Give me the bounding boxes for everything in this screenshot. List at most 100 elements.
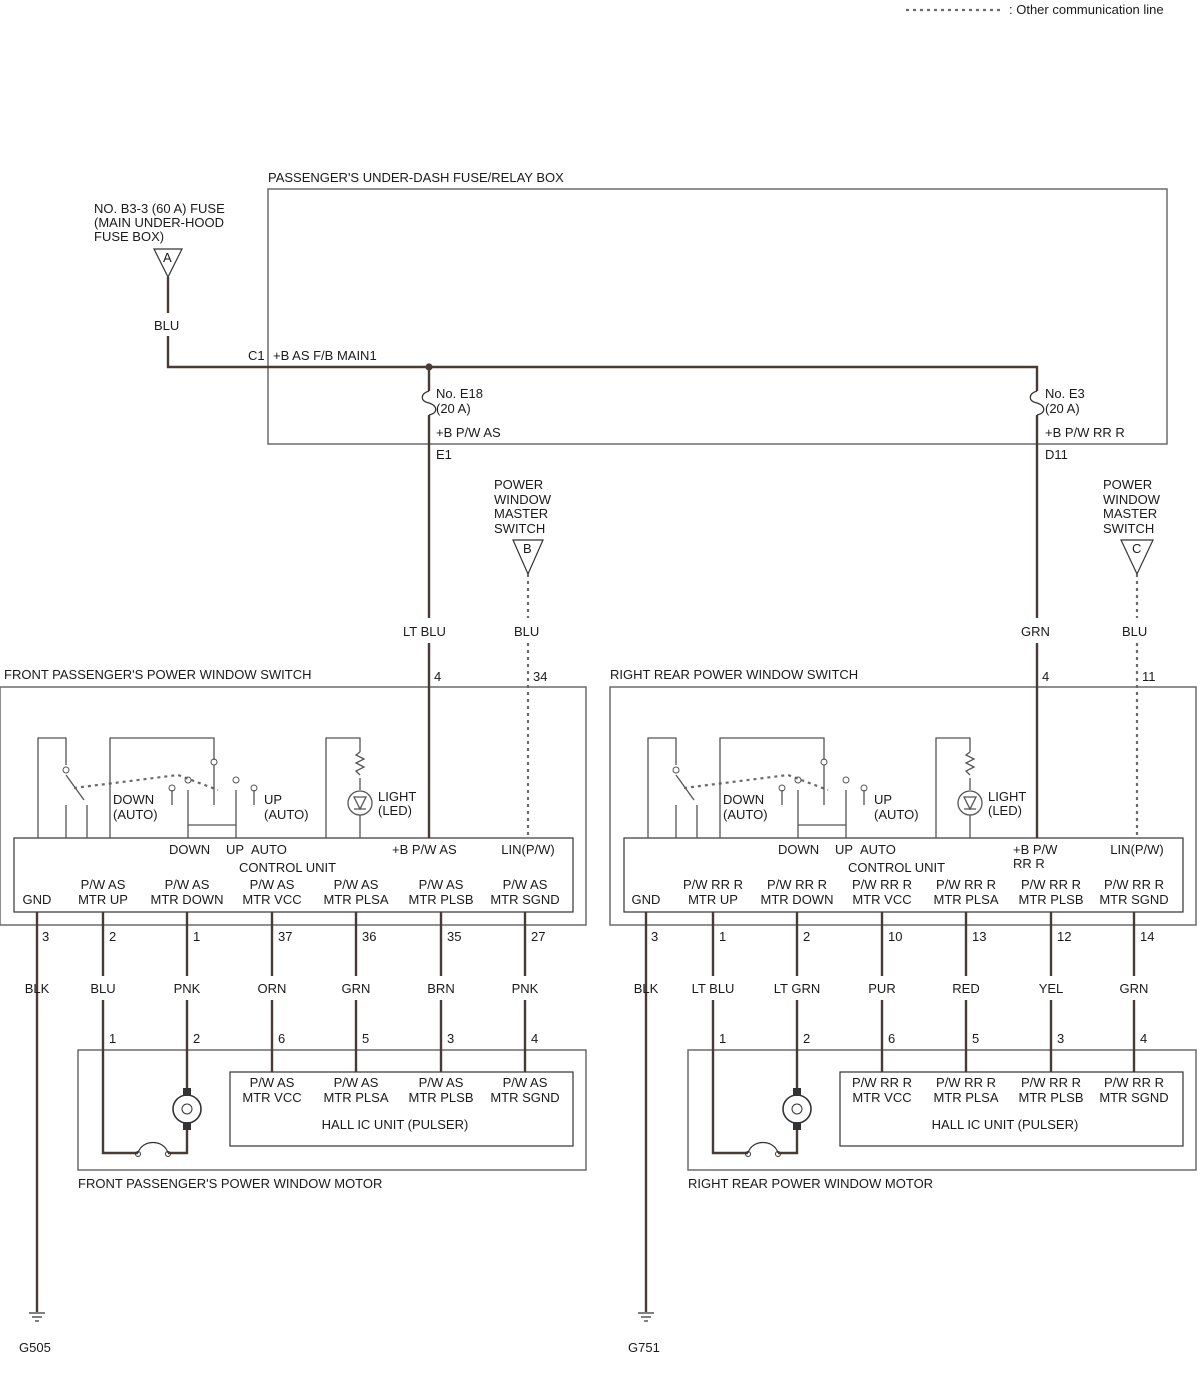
fuse-e3-number: No. E3 [1045,386,1085,401]
front-terminal-4-pin: 35 [447,929,461,944]
front-led-resistor [354,751,366,776]
master-b-label-1: POWER [494,477,543,492]
rear-breaker-dot-l [745,1151,751,1157]
front-hall-3-name-1: P/W AS [503,1075,548,1090]
front-terminal-5-motor-pin: 4 [531,1031,538,1046]
rear-terminal-1-name-2: MTR DOWN [761,892,834,907]
rear-motor-core [791,1103,803,1115]
front-light-label-2: (LED) [378,803,412,818]
front-control-unit-box [13,837,574,913]
front-hall-1-name-1: P/W AS [334,1075,379,1090]
front-motor-up-wire [101,1000,138,1155]
rear-power-label-1: +B P/W [1013,842,1058,857]
front-row-auto: AUTO [251,842,287,857]
front-terminal-0-name-2: MTR UP [78,892,128,907]
front-ground-name: G505 [19,1340,51,1355]
rear-auto-contact-dot [778,784,786,792]
front-light-label-1: LIGHT [378,789,416,804]
connector-b-triangle [512,539,544,576]
front-auto-contacts [171,765,255,838]
rear-down-auto-2: (AUTO) [723,807,768,822]
rear-hall-0-name-1: P/W RR R [852,1075,912,1090]
rear-terminal-1-pin: 2 [803,929,810,944]
rear-terminal-3-name-1: P/W RR R [936,877,996,892]
rear-auto-contact-dot [794,776,802,784]
terminal-e1: E1 [436,447,452,462]
fuse-e18-number: No. E18 [436,386,483,401]
front-terminal-4-name-1: P/W AS [419,877,464,892]
master-c-label-2: WINDOW [1103,492,1161,507]
main-fuse-label-3: FUSE BOX) [94,229,164,244]
rear-hall-1-name-2: MTR PLSA [933,1090,998,1105]
rear-terminal-4-name-1: P/W RR R [1021,877,1081,892]
front-terminal-3-name-1: P/W AS [334,877,379,892]
front-terminal-5-name-2: MTR SGND [490,892,559,907]
rear-switch-title: RIGHT REAR POWER WINDOW SWITCH [610,667,858,682]
front-lin-pin: 34 [533,669,547,684]
front-terminal-3-wire-color: GRN [342,981,371,996]
rear-ground-name: G751 [628,1340,660,1355]
rear-auto-contact [719,737,825,838]
rear-terminal-0-name-2: MTR UP [688,892,738,907]
fuse-e18-symbol [421,390,437,416]
rear-hall-box [839,1071,1184,1147]
rear-motor-brush-bottom [793,1122,801,1130]
rear-motor-icon [782,1094,812,1124]
front-motor-title: FRONT PASSENGER'S POWER WINDOW MOTOR [78,1176,382,1191]
front-ground-symbol [29,1312,45,1322]
fuse-e18-output-label: +B P/W AS [436,425,501,440]
master-c-label-4: SWITCH [1103,521,1154,536]
front-linkage-dashed [73,773,219,792]
connector-a-triangle [153,248,183,279]
front-motor-brush-bottom [183,1122,191,1130]
rear-auto-contact-dot [820,758,828,766]
rear-terminal-5-pin: 14 [1140,929,1154,944]
rear-row-auto: AUTO [860,842,896,857]
rear-led-diode [962,796,978,811]
wire-color-grn-e3: GRN [1021,624,1050,639]
rear-led-wire [935,737,971,838]
rear-hall-3-name-1: P/W RR R [1104,1075,1164,1090]
front-hall-2-name-1: P/W AS [419,1075,464,1090]
front-terminal-2-wire-color: ORN [258,981,287,996]
front-switch-title: FRONT PASSENGER'S POWER WINDOW SWITCH [4,667,312,682]
rear-linkage-dashed [683,773,829,792]
fuse-e3-rating: (20 A) [1045,401,1080,416]
rear-terminal-3-motor-pin: 5 [972,1031,979,1046]
front-terminal-0-motor-pin: 1 [109,1031,116,1046]
front-motor-down-wire [168,1000,189,1155]
rear-hall-3-name-2: MTR SGND [1099,1090,1168,1105]
front-terminal-0-name-1: P/W AS [81,877,126,892]
relay-box-title: PASSENGER'S UNDER-DASH FUSE/RELAY BOX [268,170,564,185]
terminal-d11: D11 [1045,447,1068,462]
rear-power-label-2: RR R [1013,856,1045,871]
master-c-label-3: MASTER [1103,506,1157,521]
main-fuse-label-2: (MAIN UNDER-HOOD [94,215,224,230]
rear-row-down: DOWN [778,842,819,857]
rear-terminal-3-wire-color: RED [952,981,979,996]
rear-terminal-1-wire-color: LT GRN [774,981,820,996]
front-power-label: +B P/W AS [392,842,457,857]
main1-label: +B AS F/B MAIN1 [273,348,377,363]
front-auto-contact [109,737,215,838]
rear-hall-1-name-1: P/W RR R [936,1075,996,1090]
front-terminal-1-motor-pin: 2 [193,1031,200,1046]
rear-terminal-0-name-1: P/W RR R [683,877,743,892]
rear-terminal-3-pin: 13 [972,929,986,944]
master-b-label-2: WINDOW [494,492,552,507]
rear-terminal-2-motor-pin: 6 [888,1031,895,1046]
front-motor-core [181,1103,193,1115]
front-terminal-0-wire-color: BLU [90,981,115,996]
front-terminal-2-pin: 37 [278,929,292,944]
rear-motor-title: RIGHT REAR POWER WINDOW MOTOR [688,1176,933,1191]
connector-b-letter: B [523,541,532,556]
front-terminal-4-motor-pin: 3 [447,1031,454,1046]
front-terminal-1-name-2: MTR DOWN [151,892,224,907]
rear-terminal-5-motor-pin: 4 [1140,1031,1147,1046]
rear-motor-brush-top [793,1088,801,1096]
front-gnd-wire-color: BLK [25,981,50,996]
front-hall-3-name-2: MTR SGND [490,1090,559,1105]
master-b-label-4: SWITCH [494,521,545,536]
